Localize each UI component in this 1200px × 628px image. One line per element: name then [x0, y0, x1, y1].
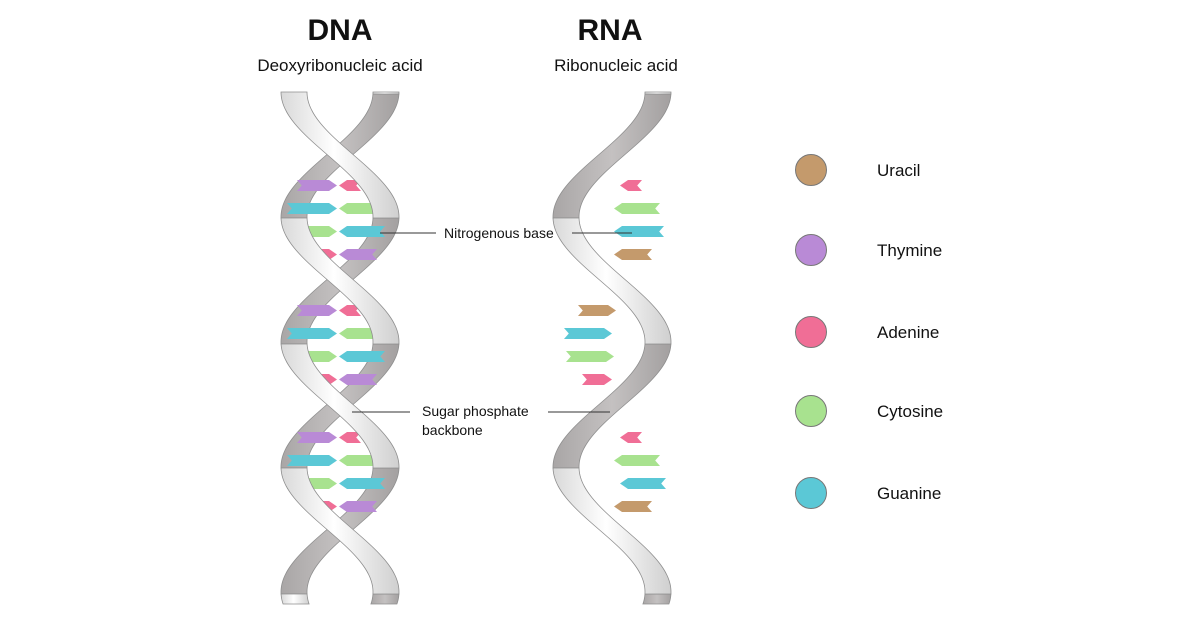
rna-base-guanine	[564, 328, 612, 339]
dna-strand-b	[280, 593, 310, 605]
rna-title: RNA	[577, 14, 643, 47]
sugar-phosphate-label: Sugar phosphate backbone	[422, 402, 529, 440]
legend-label: Guanine	[877, 484, 942, 503]
dna-base-pairs	[287, 180, 385, 512]
legend-label: Thymine	[877, 241, 943, 260]
dna-base-thymine	[339, 249, 377, 260]
rna-base-cytosine	[614, 203, 660, 214]
rna-base-uracil	[614, 249, 652, 260]
legend-adenine: Adenine	[795, 316, 995, 352]
rna-base-adenine	[620, 180, 642, 191]
rna-subtitle: Ribonucleic acid	[554, 56, 678, 75]
dna-base-thymine	[297, 305, 337, 316]
dna-strand-a	[370, 593, 400, 605]
rna-base-adenine	[582, 374, 612, 385]
dna-strand-a	[280, 467, 400, 595]
rna-base-cytosine	[614, 455, 660, 466]
dna-base-guanine	[287, 455, 337, 466]
uracil-swatch	[795, 154, 827, 186]
dna-base-thymine	[339, 374, 377, 385]
dna-base-guanine	[339, 351, 385, 362]
rna-strand	[552, 343, 672, 469]
legend-label: Cytosine	[877, 402, 944, 421]
rna-strand	[552, 217, 672, 345]
legend-label: Uracil	[877, 161, 921, 180]
legend-label: Adenine	[877, 323, 940, 342]
dna-base-thymine	[297, 180, 337, 191]
dna-base-guanine	[339, 226, 385, 237]
dna-subtitle: Deoxyribonucleic acid	[257, 56, 423, 75]
rna-base-uracil	[578, 305, 616, 316]
dna-strand-a	[372, 91, 400, 95]
sugar-phosphate-line1: Sugar phosphate	[422, 403, 529, 419]
dna-base-adenine	[339, 180, 361, 191]
dna-base-thymine	[297, 432, 337, 443]
dna-base-guanine	[339, 478, 385, 489]
rna-strand	[552, 93, 672, 219]
dna-strand-b	[280, 91, 400, 219]
dna-backbone-front	[280, 91, 400, 605]
rna-strand	[644, 91, 672, 95]
rna-base-uracil	[614, 501, 652, 512]
rna-base-guanine	[620, 478, 666, 489]
rna-strand	[552, 467, 672, 595]
dna-base-thymine	[339, 501, 377, 512]
dna-base-adenine	[339, 305, 361, 316]
sugar-phosphate-line2: backbone	[422, 422, 483, 438]
dna-base-guanine	[287, 203, 337, 214]
rna-bases	[564, 180, 666, 512]
adenine-swatch	[795, 316, 827, 348]
legend-uracil: Uracil	[795, 154, 995, 190]
dna-title: DNA	[307, 14, 373, 47]
dna-base-adenine	[339, 432, 361, 443]
guanine-swatch	[795, 477, 827, 509]
rna-strand	[642, 593, 672, 605]
dna-base-guanine	[287, 328, 337, 339]
dna-strand-a	[280, 217, 400, 345]
legend-guanine: Guanine	[795, 477, 995, 513]
rna-base-adenine	[620, 432, 642, 443]
rna-base-cytosine	[566, 351, 614, 362]
legend-thymine: Thymine	[795, 234, 995, 270]
legend-cytosine: Cytosine	[795, 395, 995, 431]
nitrogenous-base-label: Nitrogenous base	[444, 225, 554, 241]
rna-backbone-front	[552, 91, 672, 595]
cytosine-swatch	[795, 395, 827, 427]
thymine-swatch	[795, 234, 827, 266]
rna-base-guanine	[614, 226, 664, 237]
dna-strand-b	[280, 343, 400, 469]
